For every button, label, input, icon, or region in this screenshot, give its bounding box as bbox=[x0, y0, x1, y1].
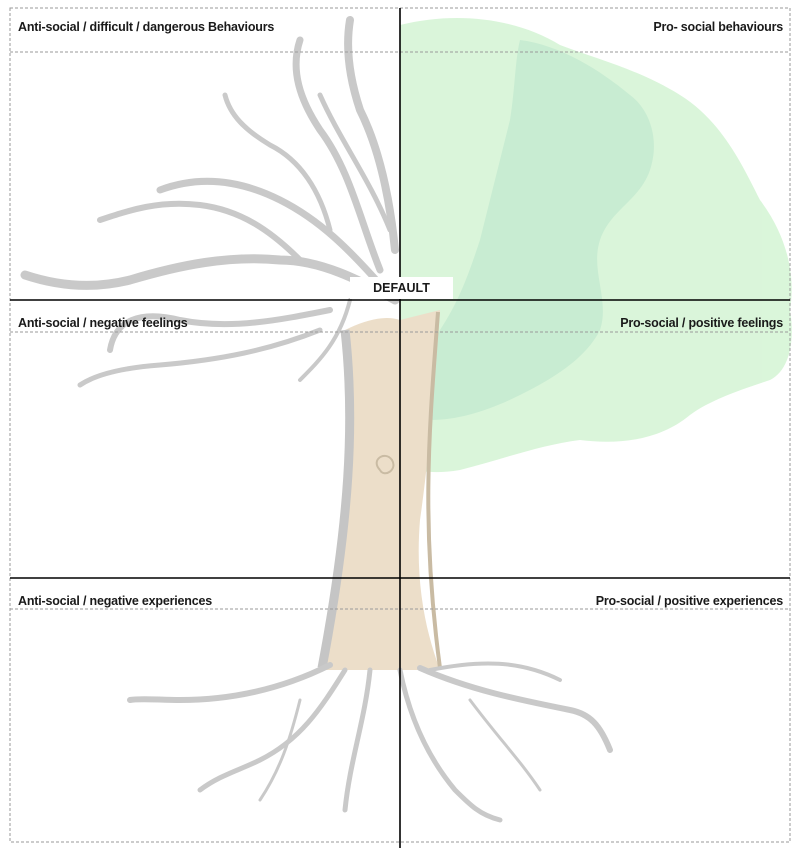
center-default-label: DEFAULT bbox=[350, 277, 453, 299]
tree-illustration bbox=[20, 16, 792, 823]
label-negative-feelings: Anti-social / negative feelings bbox=[18, 316, 188, 330]
roots-icon bbox=[127, 661, 613, 823]
label-positive-experiences: Pro-social / positive experiences bbox=[595, 594, 783, 608]
tree-trunk bbox=[320, 310, 440, 670]
label-antisocial-behaviours: Anti-social / difficult / dangerous Beha… bbox=[18, 20, 275, 34]
leafy-tree-icon bbox=[400, 17, 792, 473]
bare-tree-icon bbox=[20, 16, 400, 388]
label-negative-experiences: Anti-social / negative experiences bbox=[18, 594, 212, 608]
quadrant-grid bbox=[10, 8, 790, 848]
trunk-line-left bbox=[317, 329, 355, 669]
trunk-swirl bbox=[375, 454, 395, 475]
trunk-line-right bbox=[426, 311, 442, 669]
label-positive-feelings: Pro-social / positive feelings bbox=[620, 316, 783, 330]
label-prosocial-behaviours: Pro- social behaviours bbox=[653, 20, 783, 34]
foliage-front bbox=[421, 40, 654, 420]
